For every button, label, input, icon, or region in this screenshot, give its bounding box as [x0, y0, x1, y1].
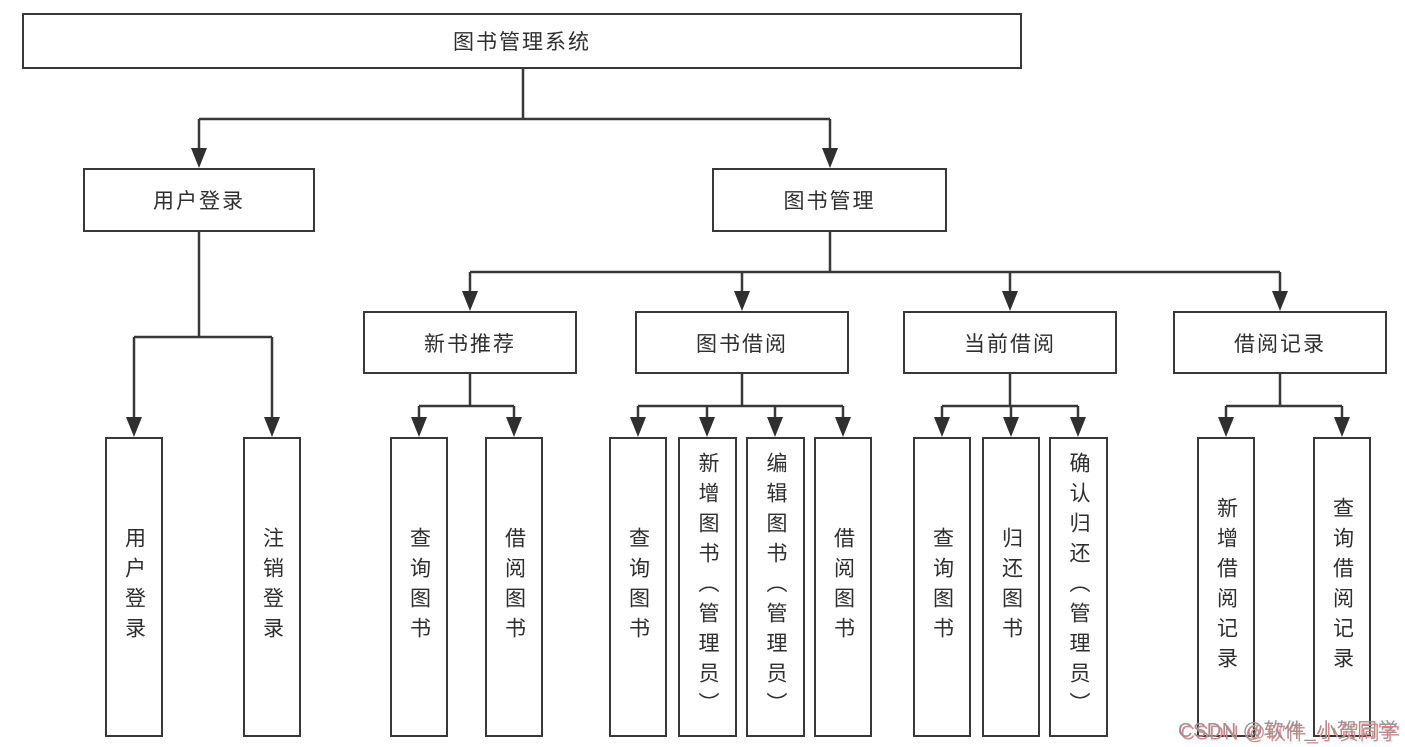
node-label: 借阅记录 [1234, 332, 1326, 356]
leaf-query-books-recommend: 查询图书 [390, 437, 448, 737]
node-label: 新书推荐 [424, 332, 516, 356]
node-label: 借阅图书 [502, 527, 526, 647]
node-label: 当前借阅 [964, 332, 1056, 356]
node-label: 查询图书 [930, 527, 954, 647]
node-label: 新增图书（管理员） [696, 452, 719, 722]
arrowhead-down-icons [126, 148, 1350, 437]
node-label: 归还图书 [999, 527, 1023, 647]
leaf-return-book: 归还图书 [982, 437, 1040, 737]
node-label: 编辑图书（管理员） [764, 452, 787, 722]
connector-paths [132, 69, 1344, 419]
node-label: 注销登录 [260, 527, 284, 647]
leaf-borrow-books-recommend: 借阅图书 [485, 437, 543, 737]
node-book-borrowing: 图书借阅 [635, 311, 849, 374]
node-label: 用户登录 [122, 527, 146, 647]
leaf-logout: 注销登录 [243, 437, 301, 737]
node-label: 用户登录 [153, 190, 245, 213]
leaf-edit-book-admin: 编辑图书（管理员） [746, 437, 805, 737]
node-borrowing-records: 借阅记录 [1173, 311, 1387, 374]
node-label: 查询图书 [407, 527, 431, 647]
leaf-query-books-current: 查询图书 [913, 437, 971, 737]
node-current-borrowing: 当前借阅 [903, 311, 1117, 374]
leaf-query-books-borrowing: 查询图书 [609, 437, 667, 737]
node-label: 确认归还（管理员） [1067, 452, 1090, 722]
node-label: 图书管理 [783, 190, 876, 213]
leaf-add-borrow-record: 新增借阅记录 [1197, 437, 1255, 737]
node-user-login: 用户登录 [83, 168, 315, 232]
node-book-management: 图书管理 [712, 168, 947, 232]
node-label: 图书管理系统 [453, 31, 591, 54]
node-label: 查询借阅记录 [1330, 497, 1354, 677]
node-label: 图书借阅 [696, 332, 788, 356]
node-label: 查询图书 [626, 527, 650, 647]
leaf-add-book-admin: 新增图书（管理员） [678, 437, 737, 737]
node-label: 新增借阅记录 [1214, 497, 1238, 677]
watermark: CSDN @软件_小贺同学 [1178, 720, 1399, 742]
node-label: 借阅图书 [831, 527, 855, 647]
node-new-book-recommend: 新书推荐 [363, 311, 577, 374]
leaf-query-borrow-record: 查询借阅记录 [1313, 437, 1371, 737]
leaf-borrow-books: 借阅图书 [814, 437, 872, 737]
node-library-system: 图书管理系统 [22, 13, 1022, 69]
leaf-user-login: 用户登录 [105, 437, 163, 737]
leaf-confirm-return-admin: 确认归还（管理员） [1049, 437, 1108, 737]
